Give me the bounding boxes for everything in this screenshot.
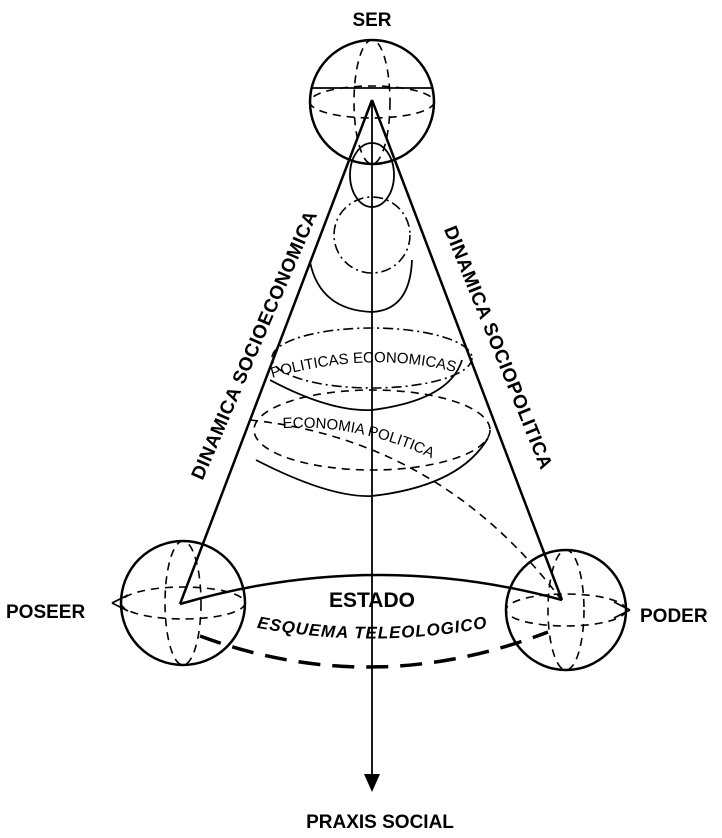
label-dinamica-socioeconomica: DINAMICA SOCIOECONOMICA bbox=[188, 208, 322, 483]
svg-text:ECONOMIA POLITICA: ECONOMIA POLITICA bbox=[282, 415, 437, 462]
label-poder: PODER bbox=[640, 606, 708, 627]
sphere-poseer bbox=[112, 541, 245, 665]
label-politicas-economicas: POLITICAS ECONOMICAS bbox=[269, 349, 458, 382]
label-estado: ESTADO bbox=[329, 589, 415, 612]
label-dinamica-sociopolitica: DINAMICA SOCIOPOLITICA bbox=[439, 223, 556, 473]
svg-text:DINAMICA SOCIOPOLITICA: DINAMICA SOCIOPOLITICA bbox=[439, 223, 556, 473]
svg-text:DINAMICA SOCIOECONOMICA: DINAMICA SOCIOECONOMICA bbox=[188, 208, 322, 483]
label-ser: SER bbox=[352, 10, 391, 31]
label-economia-politica: ECONOMIA POLITICA bbox=[282, 415, 437, 462]
label-praxis-social: PRAXIS SOCIAL bbox=[306, 812, 454, 833]
label-poseer: POSEER bbox=[6, 602, 85, 623]
sphere-poder bbox=[506, 550, 630, 670]
praxis-arrow bbox=[364, 100, 380, 792]
svg-text:POLITICAS ECONOMICAS: POLITICAS ECONOMICAS bbox=[269, 349, 458, 382]
